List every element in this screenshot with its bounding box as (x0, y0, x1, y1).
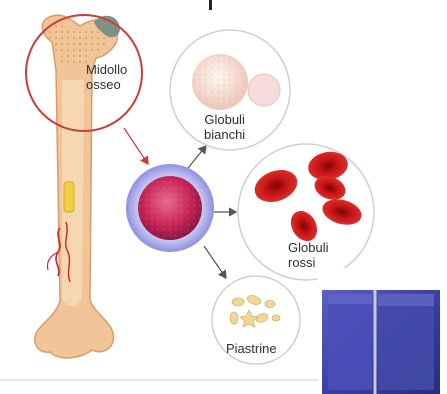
arrow-marrow-to-stem (124, 128, 148, 164)
label-red-cells-line1: Globuli (288, 240, 328, 255)
blue-sample-photo (318, 268, 447, 394)
arrow-stem-to-white (188, 146, 206, 168)
arrow-stem-to-platelets (204, 246, 226, 278)
label-platelets: Piastrine (226, 341, 277, 356)
label-bone-marrow-line1: Midollo (86, 62, 127, 77)
label-red-cells: Globuli rossi (288, 240, 328, 270)
label-bone-marrow: Midollo osseo (86, 62, 127, 92)
top-mark (209, 0, 212, 10)
label-white-cells-line2: bianchi (204, 127, 245, 142)
stem-cell-icon (126, 164, 214, 252)
label-white-cells-line1: Globuli (204, 112, 245, 127)
label-white-cells: Globuli bianchi (204, 112, 245, 142)
label-bone-marrow-line2: osseo (86, 77, 127, 92)
